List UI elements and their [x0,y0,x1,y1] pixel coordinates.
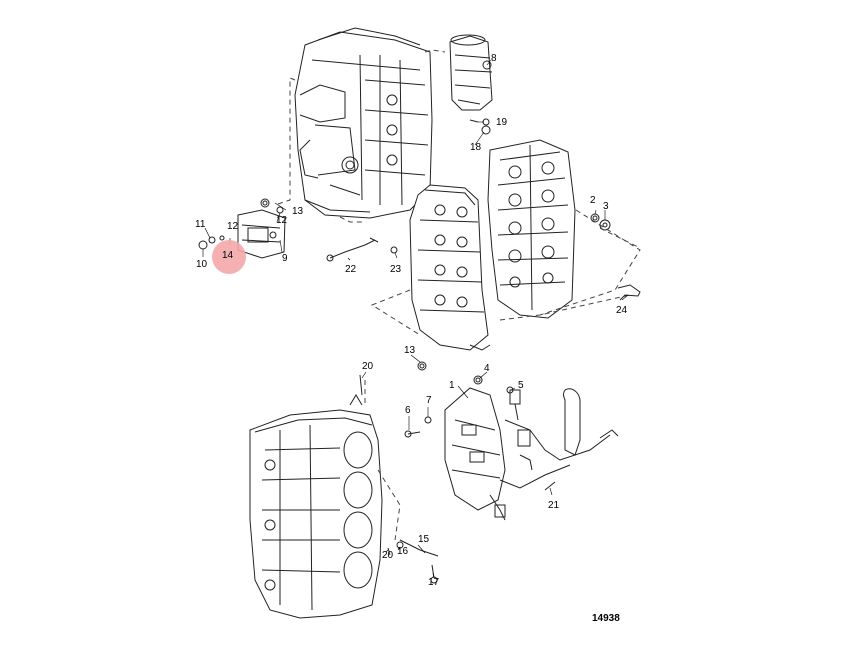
cylinder-head [487,139,576,319]
callout-4: 4 [484,363,490,374]
highlight-circle-14 [212,240,246,274]
callout-10: 10 [196,259,208,270]
starter-motor [449,34,493,111]
callout-12-lower: 12 [227,221,239,232]
ecu-module [237,209,286,259]
callout-5: 5 [518,380,524,391]
wiring-harness [444,387,619,521]
upper-cylinder-block [294,27,433,219]
callout-9: 9 [282,253,288,264]
callout-17: 17 [428,577,440,588]
callout-6: 6 [405,405,411,416]
callout-1: 1 [449,380,455,391]
callout-2: 2 [590,195,596,206]
callout-18: 18 [470,142,482,153]
callout-13-upper: 13 [292,206,304,217]
callout-21: 21 [548,500,560,511]
callout-24: 24 [616,305,628,316]
callout-20-lower: 20 [382,550,394,561]
callout-13-lower: 13 [404,345,416,356]
callout-3: 3 [603,201,609,212]
valve-cover [409,184,491,351]
callout-7: 7 [426,395,432,406]
callout-8: 8 [491,53,497,64]
lower-cylinder-block [249,394,383,619]
callout-15: 15 [418,534,430,545]
callout-19: 19 [496,117,508,128]
callout-14: 14 [222,250,234,261]
callout-20-upper: 20 [362,361,374,372]
callout-11: 11 [195,219,206,230]
figure-number: 14938 [592,613,620,624]
callout-22: 22 [345,264,357,275]
callout-12-upper: 12 [276,215,288,226]
callout-23: 23 [390,264,402,275]
callout-16: 16 [397,546,409,557]
